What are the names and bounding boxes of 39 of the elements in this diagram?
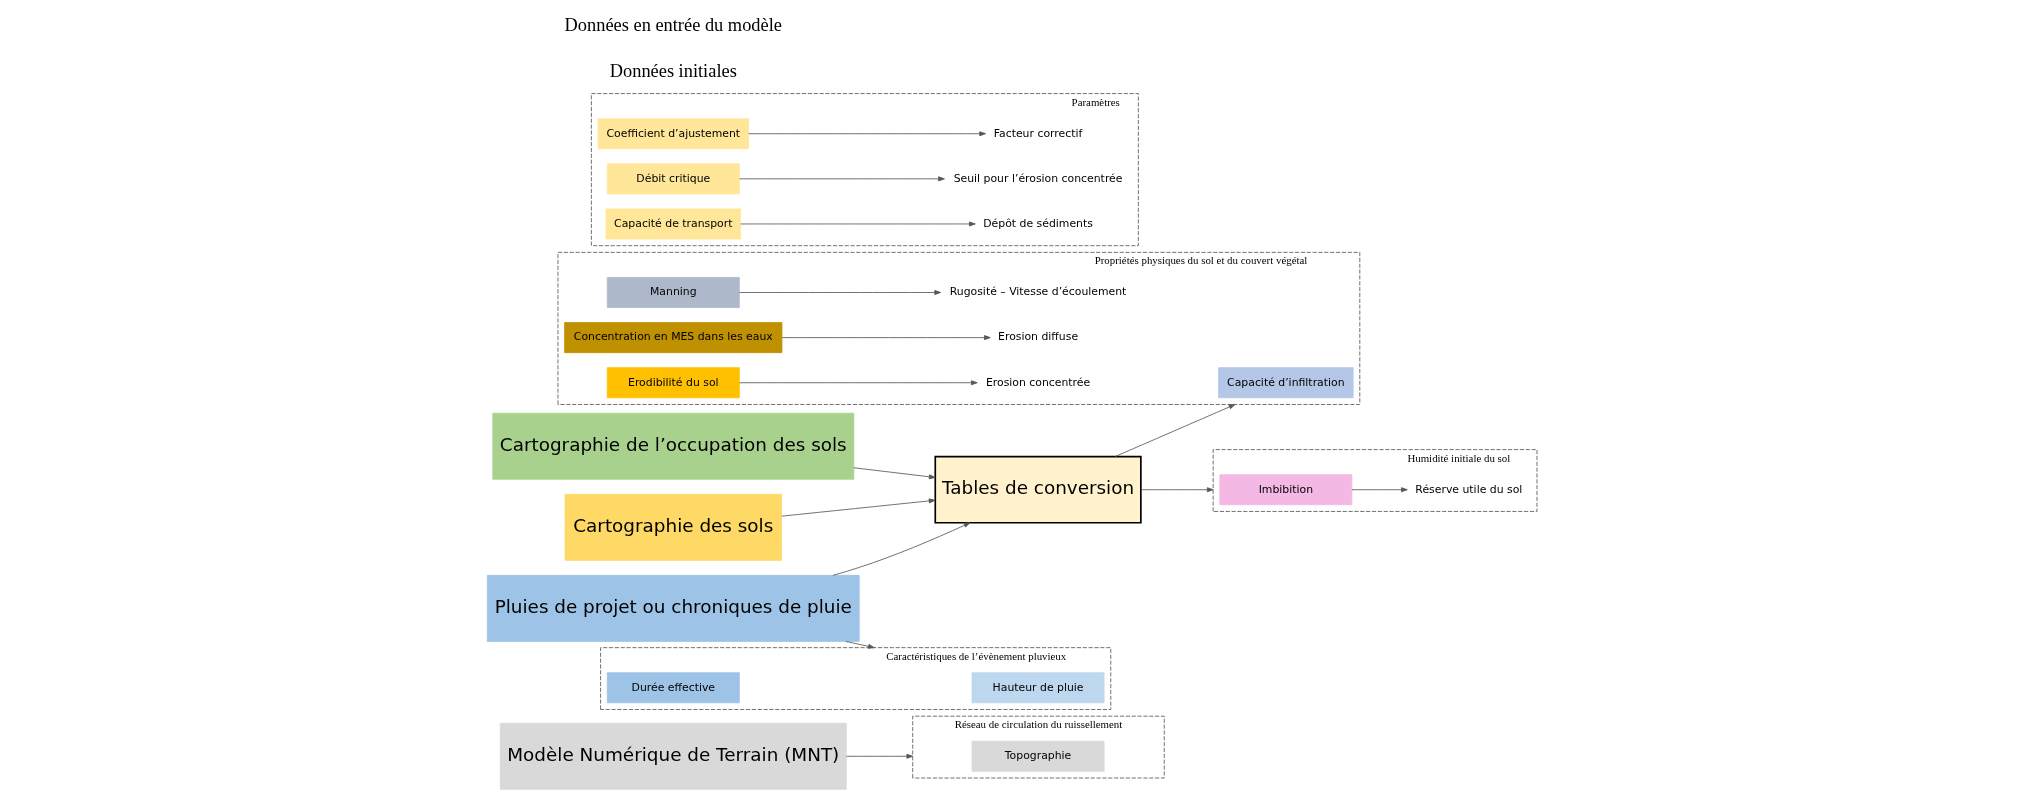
arrow bbox=[844, 641, 875, 649]
node-text: Seuil pour l’érosion concentrée bbox=[953, 171, 1122, 185]
arrow bbox=[781, 335, 991, 341]
node-box: Concentration en MES dans les eaux bbox=[563, 322, 782, 354]
node-text: Erosion diffuse bbox=[997, 330, 1078, 344]
node-box: Pluies de projet ou chroniques de pluie bbox=[486, 574, 860, 642]
arrow bbox=[747, 131, 986, 137]
arrow bbox=[738, 380, 978, 386]
node-box: Durée effective bbox=[606, 672, 740, 704]
node-text: Facteur correctif bbox=[993, 126, 1082, 140]
arrow bbox=[1114, 404, 1235, 458]
node-box: Cartographie des sols bbox=[564, 493, 782, 561]
arrow bbox=[738, 290, 941, 295]
arrow bbox=[1140, 487, 1214, 493]
node-box: Topographie bbox=[971, 740, 1104, 772]
node-box: Erodibilité du sol bbox=[606, 367, 740, 399]
node-box: Hauteur de pluie bbox=[971, 672, 1104, 704]
arrow bbox=[738, 176, 945, 182]
arrow bbox=[1351, 487, 1408, 493]
node-box: Modèle Numérique de Terrain (MNT) bbox=[499, 722, 847, 790]
arrow bbox=[739, 221, 976, 227]
node-box: Imbibition bbox=[1218, 474, 1352, 506]
arrow bbox=[852, 467, 936, 480]
node-box: Débit critique bbox=[606, 163, 740, 195]
node-text: Rugosité – Vitesse d’écoulement bbox=[949, 285, 1126, 299]
node-box: Tables de conversion bbox=[933, 455, 1142, 524]
arrow bbox=[780, 498, 935, 517]
node-box: Capacité de transport bbox=[605, 208, 741, 240]
node-box: Manning bbox=[606, 277, 740, 308]
node-box: Capacité d’infiltration bbox=[1217, 367, 1354, 399]
node-text: Réserve utile du sol bbox=[1414, 482, 1522, 496]
arrow bbox=[845, 753, 913, 759]
node-text: Erosion concentrée bbox=[985, 375, 1090, 389]
node-box: Cartographie de l’occupation des sols bbox=[491, 412, 854, 480]
node-text: Dépôt de sédiments bbox=[982, 216, 1093, 230]
node-box: Coefficient d’ajustement bbox=[597, 118, 749, 150]
label: Données initiales bbox=[609, 60, 737, 81]
arrow bbox=[832, 522, 970, 576]
label: Données en entrée du modèle bbox=[564, 15, 782, 36]
